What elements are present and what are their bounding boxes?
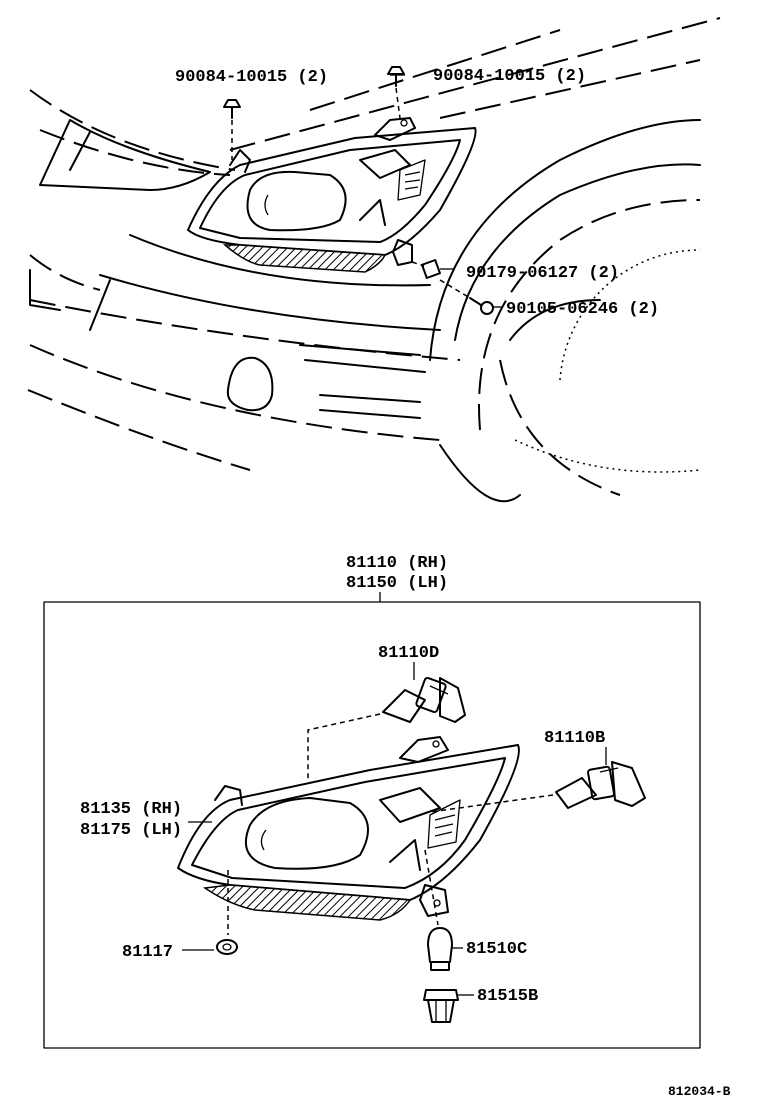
small-bulb-icon [427, 927, 453, 971]
assembly-frame [43, 601, 701, 1049]
part-label-assembly-rh: 81110 (RH) [346, 554, 448, 573]
headlamp-installed-top [187, 117, 477, 273]
screw-icon [439, 279, 494, 315]
part-label-bolt-upper-right: 90084-10015 (2) [433, 67, 586, 86]
headlamp-unit [177, 736, 520, 921]
bulb-icon [382, 676, 466, 723]
cap-icon [216, 939, 238, 955]
part-label-bulb-b: 81110B [544, 729, 605, 748]
clip-icon [411, 259, 441, 279]
vehicle-body-outline [27, 17, 721, 503]
part-label-bolt-upper-left: 90084-10015 (2) [175, 68, 328, 87]
part-label-bulb-d: 81110D [378, 644, 439, 663]
bolt-icon [387, 66, 405, 119]
bolt-icon [223, 99, 241, 160]
part-label-cap: 81117 [122, 943, 173, 962]
part-label-unit-lh: 81175 (LH) [80, 821, 182, 840]
dashed-guide [307, 713, 381, 780]
dashed-guide [424, 849, 439, 926]
part-label-clip: 90179-06127 (2) [466, 264, 619, 283]
dashed-guide [429, 794, 554, 813]
diagram-code: 812034-B [668, 1084, 731, 1099]
part-label-bulb-c: 81510C [466, 940, 527, 959]
socket-icon [423, 989, 459, 1023]
part-label-screw: 90105-06246 (2) [506, 300, 659, 319]
part-label-unit-rh: 81135 (RH) [80, 800, 182, 819]
part-label-assembly-lh: 81150 (LH) [346, 574, 448, 593]
bulb-icon [555, 761, 646, 809]
part-label-socket: 81515B [477, 987, 538, 1006]
